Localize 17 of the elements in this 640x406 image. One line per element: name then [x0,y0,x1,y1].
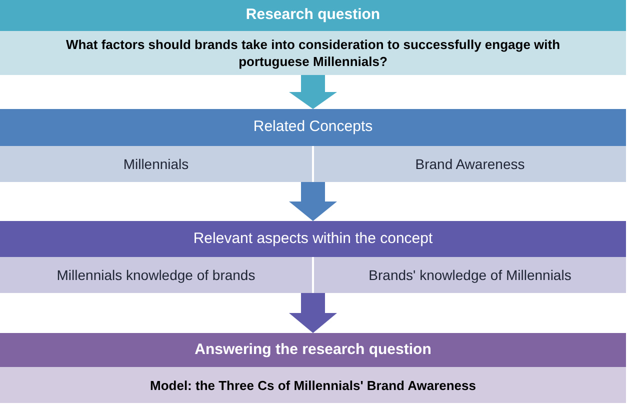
block-arrow [289,293,337,333]
block-arrow [289,75,337,109]
stage-panel [0,221,626,293]
stage-header: Relevant aspects within the concept [0,221,626,257]
stage-header: Research question [0,0,626,31]
aspect-label: Brands' knowledge of Millennials [312,257,626,293]
stage-header: Related Concepts [0,109,626,146]
aspect-label: Millennials knowledge of brands [0,257,312,293]
stage-panel [0,0,626,75]
stage-header: Answering the research question [0,333,626,367]
stage-panel [0,109,626,182]
question-text: What factors should brands take into consideration to successfully engage with portuguese Millennials? [64,36,562,70]
concept-label: Brand Awareness [312,146,626,182]
model-text: Model: the Three Cs of Millennials' Brand Awareness [150,376,476,394]
stage-panel [0,333,626,403]
concept-label: Millennials [0,146,312,182]
block-arrow [289,182,337,221]
